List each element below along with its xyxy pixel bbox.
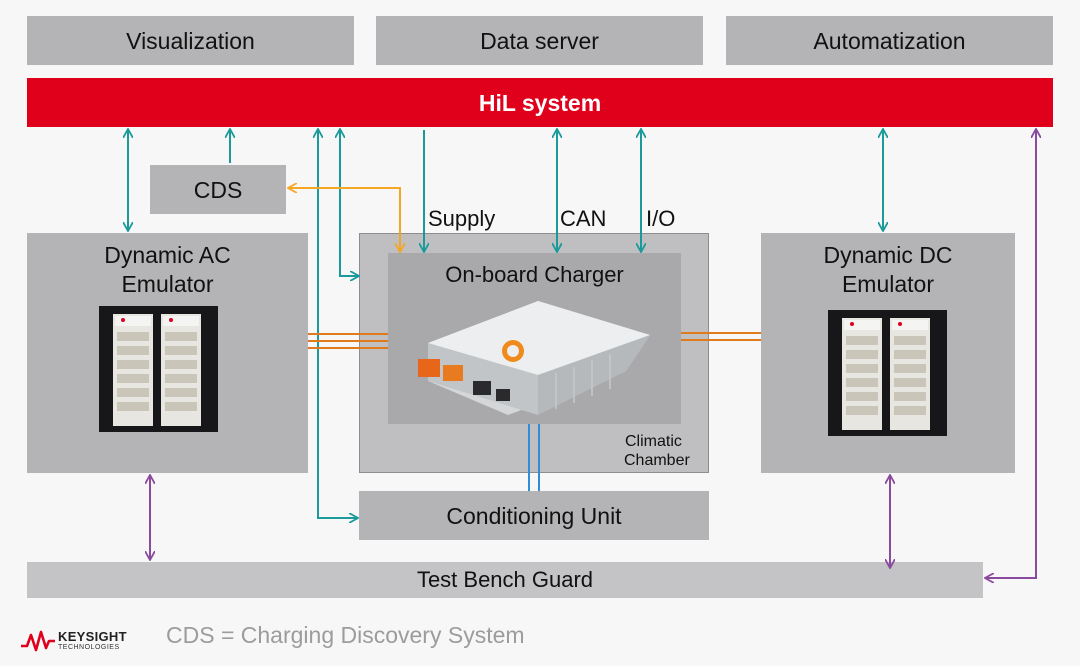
visualization-box: Visualization xyxy=(27,16,354,65)
keysight-logo: KEYSIGHT TECHNOLOGIES xyxy=(18,626,138,654)
data-server-label: Data server xyxy=(480,28,599,54)
hil-system-bar: HiL system xyxy=(27,78,1053,127)
keysight-brand: KEYSIGHT xyxy=(58,629,127,644)
test-bench-guard-box: Test Bench Guard xyxy=(27,562,983,598)
keysight-wave-icon xyxy=(21,630,55,652)
cds-legend: CDS = Charging Discovery System xyxy=(166,622,525,648)
ac-emulator-rack-image xyxy=(99,306,218,432)
hil-conditioning-arrow xyxy=(318,130,357,518)
conditioning-unit-label: Conditioning Unit xyxy=(446,503,622,529)
data-server-box: Data server xyxy=(376,16,703,65)
dc-rack-drawing xyxy=(842,318,930,430)
test-bench-guard-label: Test Bench Guard xyxy=(416,567,594,592)
cds-label: CDS xyxy=(193,177,243,203)
keysight-brand-sub: TECHNOLOGIES xyxy=(58,644,120,651)
hil-charger-arrow xyxy=(340,130,358,276)
cds-charger-arrow xyxy=(289,188,400,251)
on-board-charger-label: On-board Charger xyxy=(445,262,624,287)
dc-emulator-rack-image xyxy=(828,310,947,436)
cds-box: CDS xyxy=(150,165,286,214)
ac-rack-drawing xyxy=(113,314,201,426)
dc-emulator-title-line2: Emulator xyxy=(841,271,935,297)
climatic-chamber-line1: Climatic xyxy=(625,433,682,450)
hil-system-label: HiL system xyxy=(478,90,602,116)
ac-emulator-title-line2: Emulator xyxy=(121,271,214,297)
ac-emulator-box: Dynamic AC Emulator xyxy=(27,233,308,473)
conditioning-unit-box: Conditioning Unit xyxy=(359,491,709,540)
visualization-label: Visualization xyxy=(126,28,255,54)
climatic-chamber-line2: Chamber xyxy=(624,452,690,469)
automatization-label: Automatization xyxy=(813,28,966,54)
automatization-box: Automatization xyxy=(726,16,1053,65)
supply-label: Supply xyxy=(428,206,496,231)
on-board-charger-box: On-board Charger xyxy=(388,253,681,424)
can-label: CAN xyxy=(560,206,607,231)
io-label: I/O xyxy=(646,206,676,231)
dc-emulator-box: Dynamic DC Emulator xyxy=(761,233,1015,473)
hil-guard-arrow xyxy=(986,130,1036,578)
dc-emulator-title-line1: Dynamic DC xyxy=(823,242,953,268)
charger-device-image xyxy=(418,301,650,415)
ac-emulator-title-line1: Dynamic AC xyxy=(104,242,231,268)
